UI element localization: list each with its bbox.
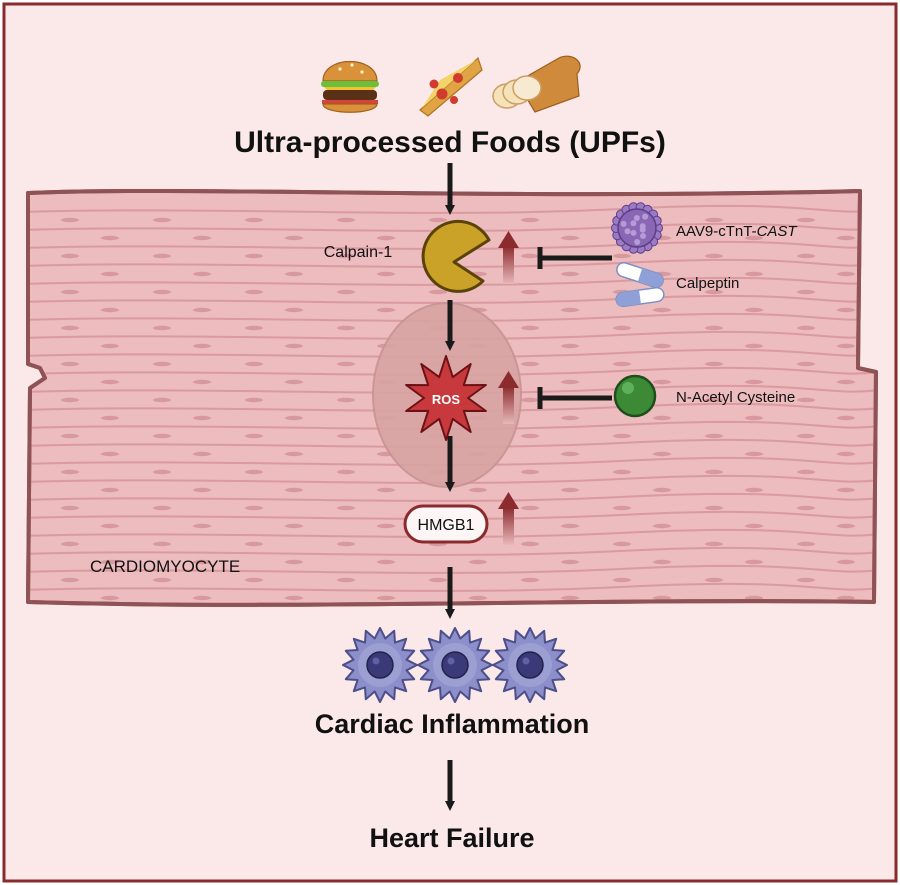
virus-icon xyxy=(611,202,663,254)
bread-loaf-icon xyxy=(492,55,581,113)
cardiac-inflammation-label: Cardiac Inflammation xyxy=(315,709,590,739)
inhibition-line-calpain xyxy=(537,247,612,269)
hmgb1-pill xyxy=(403,504,489,544)
heart-failure-label: Heart Failure xyxy=(369,823,534,853)
immune-cell-icon xyxy=(492,627,568,703)
aav9-label: AAV9-cTnT-CAST xyxy=(676,223,798,240)
immune-cell-icon xyxy=(417,627,493,703)
immune-cells xyxy=(342,627,568,703)
pizza-slice-icon xyxy=(419,56,483,117)
green-sphere-icon xyxy=(613,374,657,418)
capsule-icon xyxy=(615,261,665,308)
upregulation-arrow-ros xyxy=(498,371,519,424)
ros-label: ROS xyxy=(432,392,461,407)
n-acetyl-cysteine-label: N-Acetyl Cysteine xyxy=(676,389,795,406)
diagram-title: Ultra-processed Foods (UPFs) xyxy=(234,126,666,159)
burger-icon xyxy=(321,61,379,113)
hmgb1-label: HMGB1 xyxy=(418,517,475,534)
upregulation-arrow-hmgb1 xyxy=(498,492,519,545)
inhibition-line-ros xyxy=(537,387,612,409)
calpeptin-label: Calpeptin xyxy=(676,275,739,292)
striations xyxy=(28,204,876,601)
calpain-label: Calpain-1 xyxy=(324,244,393,261)
ros-burst-icon xyxy=(405,355,487,441)
upregulation-arrow-calpain xyxy=(498,231,519,284)
immune-cell-icon xyxy=(342,627,418,703)
cardiomyocyte-label: CARDIOMYOCYTE xyxy=(90,557,240,576)
calpain-pacman-icon xyxy=(421,219,491,293)
